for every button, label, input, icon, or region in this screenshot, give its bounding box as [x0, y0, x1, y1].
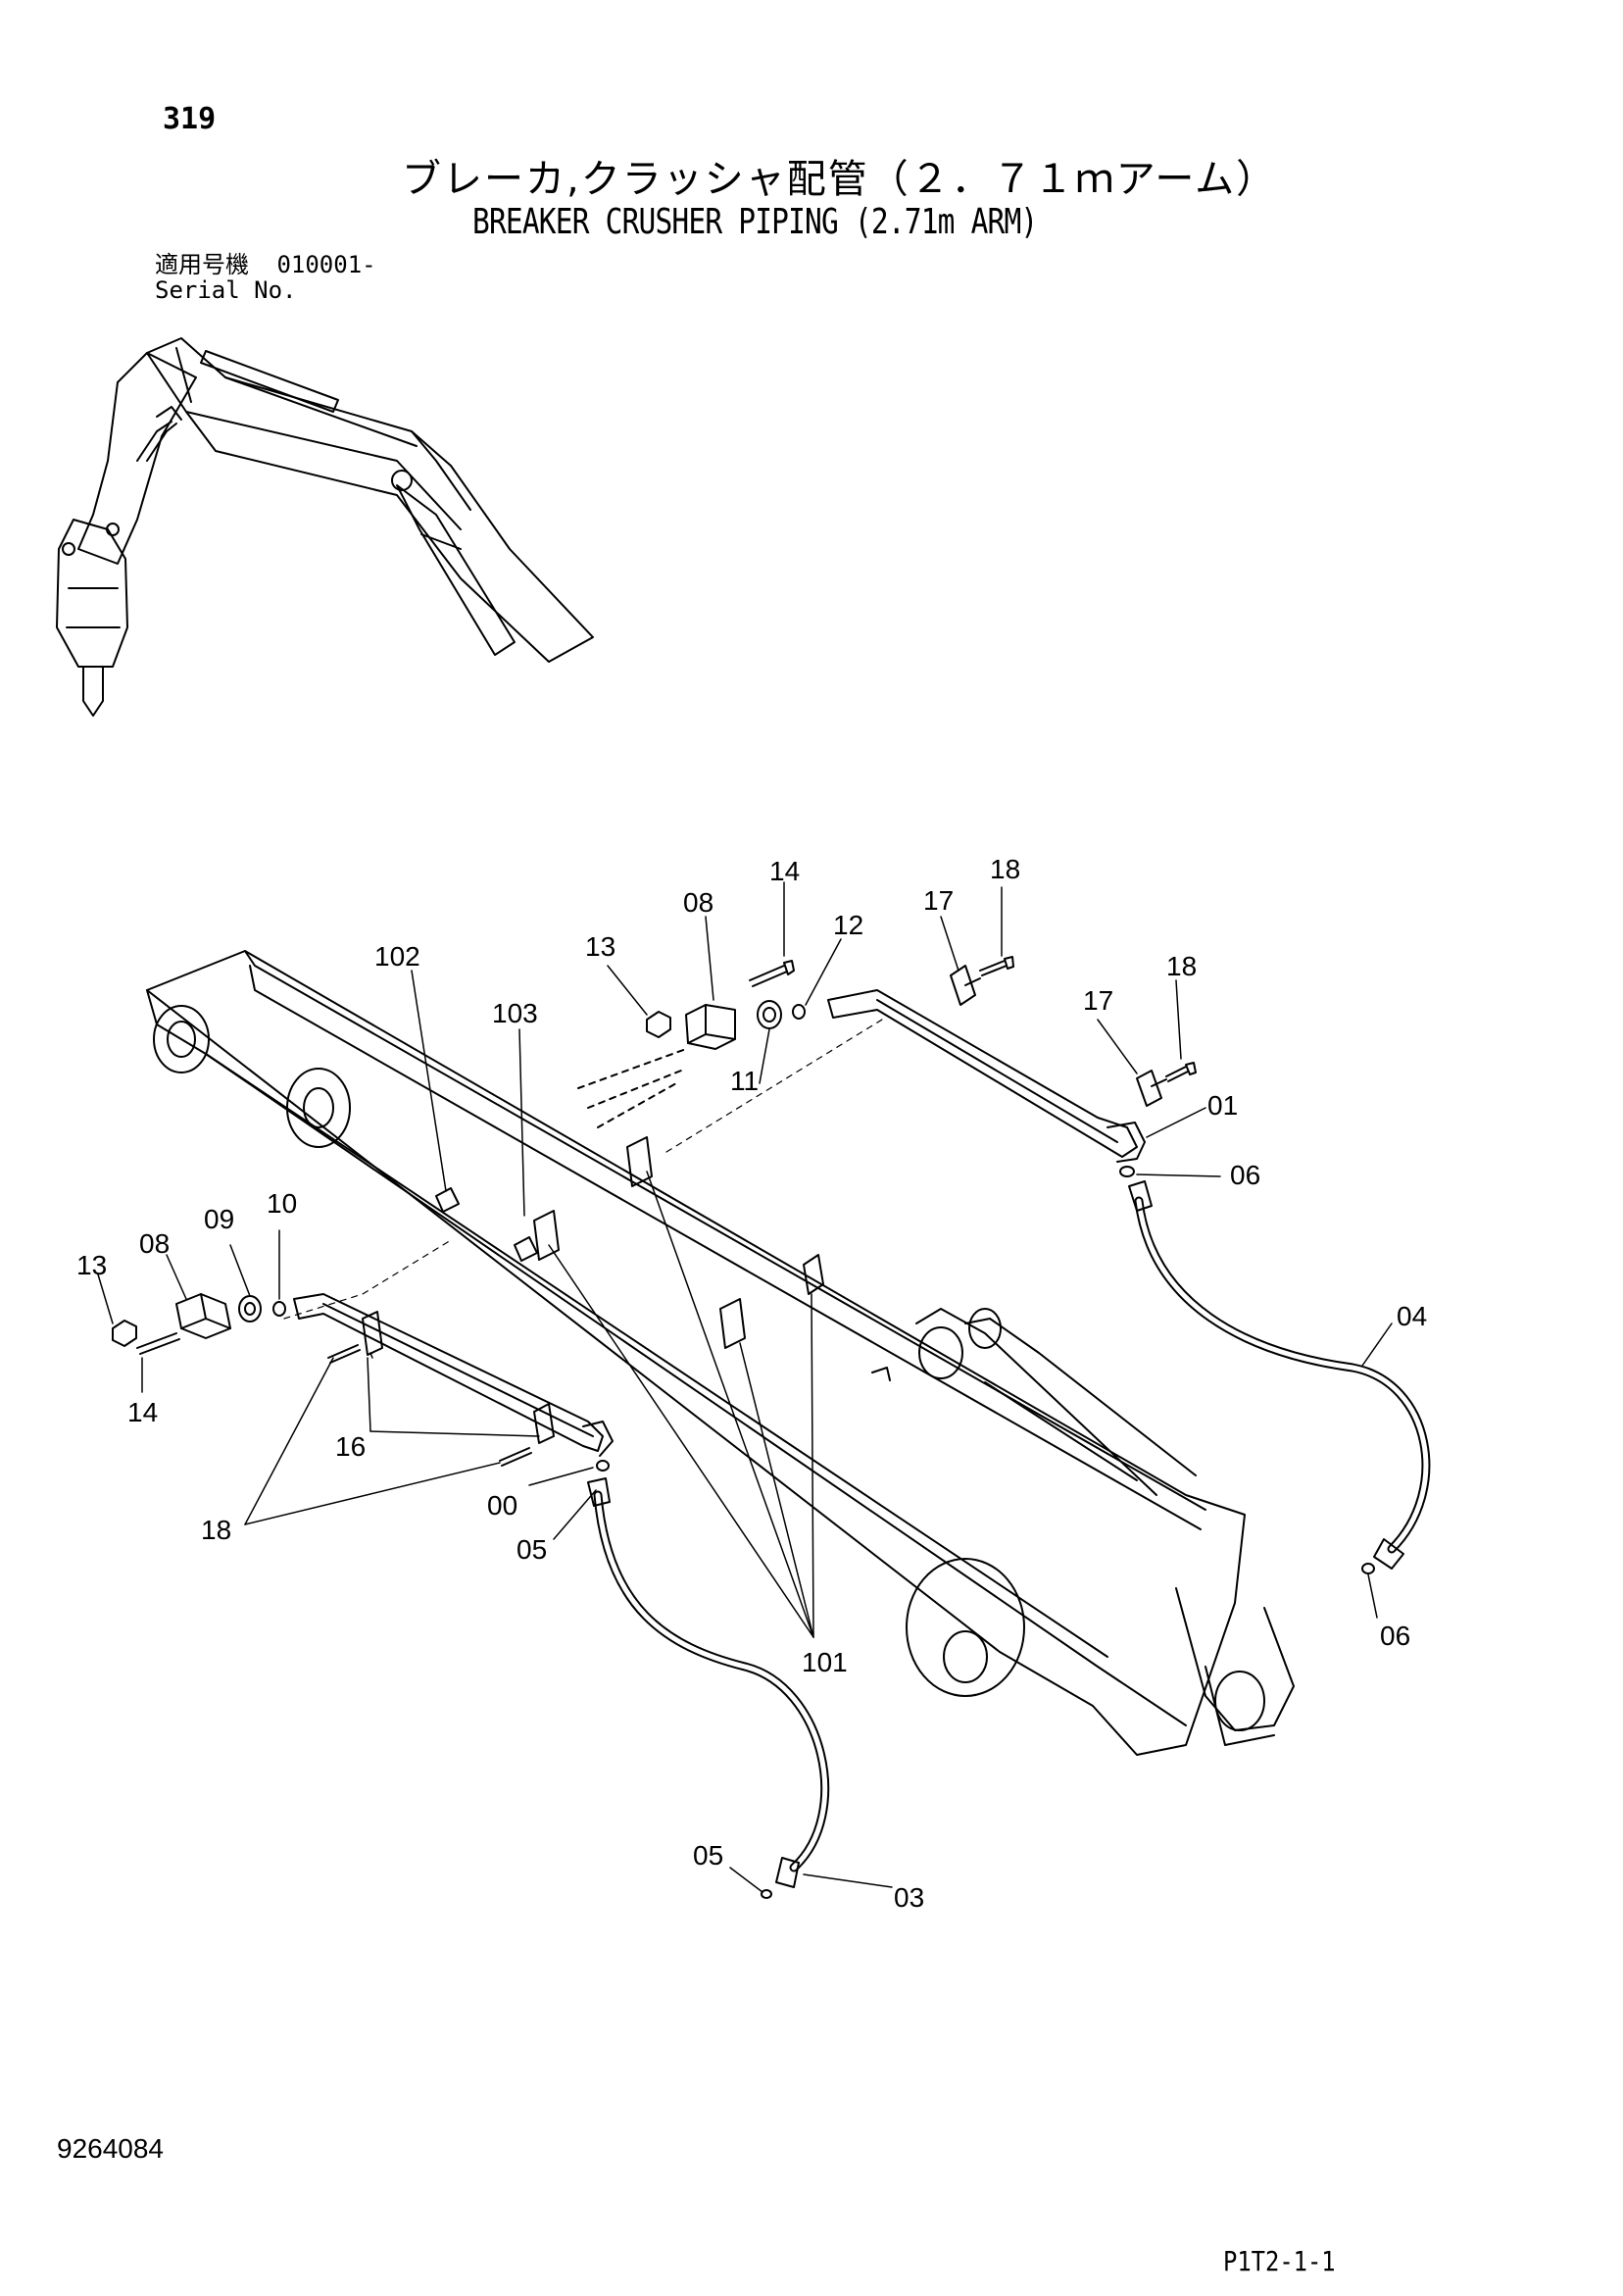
serial-value: 010001-	[276, 251, 376, 278]
callout-09: 09	[204, 1204, 234, 1234]
callout-13-left: 13	[76, 1250, 107, 1280]
callout-08-top: 08	[683, 887, 713, 918]
callout-10: 10	[267, 1188, 297, 1219]
reference-code: P1T2-1-1	[1223, 2245, 1336, 2277]
hose-04	[1128, 1180, 1431, 1574]
callout-11: 11	[730, 1066, 759, 1096]
callout-labels: 14 08 12 13 17 18 18 17 102 103 11 01 06…	[76, 854, 1427, 1913]
page-title-japanese: ブレーカ,クラッシャ配管（２．７１ｍアーム）	[402, 157, 1278, 202]
callout-103: 103	[492, 998, 538, 1028]
arm-body	[146, 950, 1295, 1756]
callout-18-a: 18	[990, 854, 1020, 884]
callout-18-left: 18	[201, 1515, 231, 1545]
callout-101: 101	[802, 1647, 848, 1677]
inset-excavator-overview	[56, 337, 594, 717]
serial-label-english: Serial No.	[155, 276, 297, 304]
callout-06-bottom: 06	[1380, 1621, 1410, 1651]
lower-pipe-assembly	[112, 1239, 614, 1472]
callout-03: 03	[894, 1882, 924, 1913]
callout-05-bottom: 05	[693, 1840, 723, 1871]
callout-00: 00	[487, 1490, 517, 1521]
callout-18-b: 18	[1166, 951, 1197, 981]
callout-06-top: 06	[1230, 1160, 1260, 1190]
callout-05-mid: 05	[516, 1534, 547, 1565]
upper-pipe-assembly	[577, 956, 1197, 1177]
callout-04: 04	[1397, 1301, 1427, 1331]
callout-14-top: 14	[769, 856, 800, 886]
callout-16: 16	[335, 1431, 366, 1462]
serial-label-japanese: 適用号機	[155, 251, 249, 278]
callout-01: 01	[1207, 1090, 1238, 1121]
callout-102: 102	[374, 941, 420, 972]
callout-12: 12	[833, 910, 863, 940]
callout-08-left: 08	[139, 1228, 170, 1259]
leader-lines	[97, 881, 1393, 1893]
page-number: 319	[163, 102, 217, 136]
serial-applicability: 適用号機 010001-	[155, 253, 376, 276]
page-title-english: BREAKER CRUSHER PIPING (2.71m ARM)	[472, 202, 1038, 242]
callout-17-b: 17	[1083, 985, 1113, 1016]
document-number: 9264084	[57, 2133, 165, 2164]
callout-17-a: 17	[923, 885, 954, 916]
hose-03	[587, 1477, 830, 1899]
callout-13-top: 13	[585, 931, 615, 962]
callout-14-left: 14	[127, 1397, 158, 1427]
